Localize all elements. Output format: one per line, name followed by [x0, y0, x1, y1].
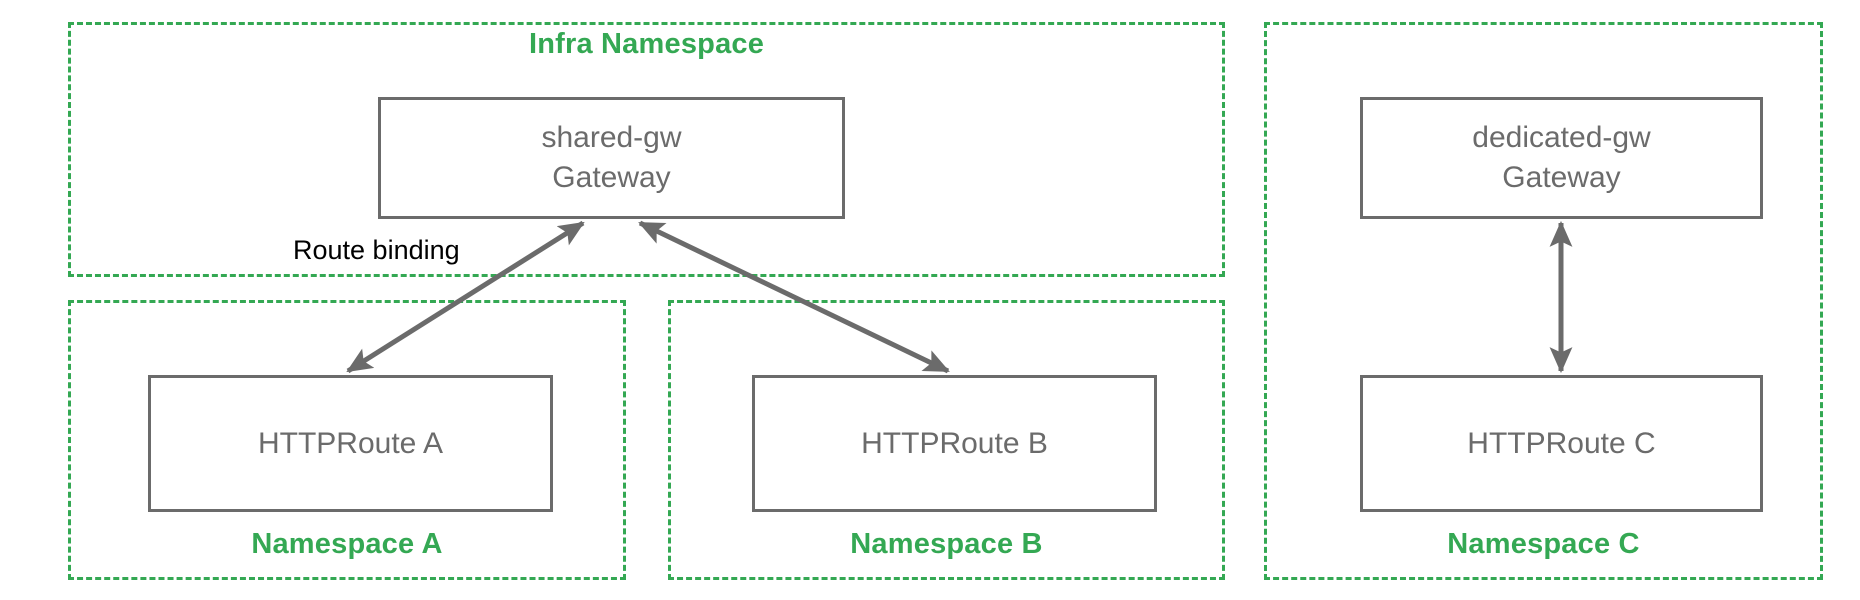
node-shared-gw-gateway[interactable]: shared-gw Gateway [378, 97, 845, 219]
namespace-label-b: Namespace B [850, 528, 1043, 560]
node-httproute-c[interactable]: HTTPRoute C [1360, 375, 1763, 512]
node-httproute-c-label: HTTPRoute C [1467, 426, 1656, 460]
node-dedicated-gw-gateway-label: dedicated-gw Gateway [1472, 121, 1651, 194]
namespace-box-c [1264, 22, 1823, 580]
node-dedicated-gw-gateway[interactable]: dedicated-gw Gateway [1360, 97, 1763, 219]
edge-label-route-binding: Route binding [293, 235, 460, 265]
node-httproute-b[interactable]: HTTPRoute B [752, 375, 1157, 512]
node-httproute-b-label: HTTPRoute B [861, 426, 1048, 460]
node-httproute-a-label: HTTPRoute A [257, 426, 444, 460]
namespace-label-infra: Infra Namespace [528, 28, 765, 60]
node-httproute-a[interactable]: HTTPRoute A [148, 375, 553, 512]
namespace-label-c: Namespace C [1447, 528, 1640, 560]
namespace-label-a: Namespace A [251, 528, 443, 560]
node-shared-gw-gateway-label: shared-gw Gateway [541, 121, 682, 194]
